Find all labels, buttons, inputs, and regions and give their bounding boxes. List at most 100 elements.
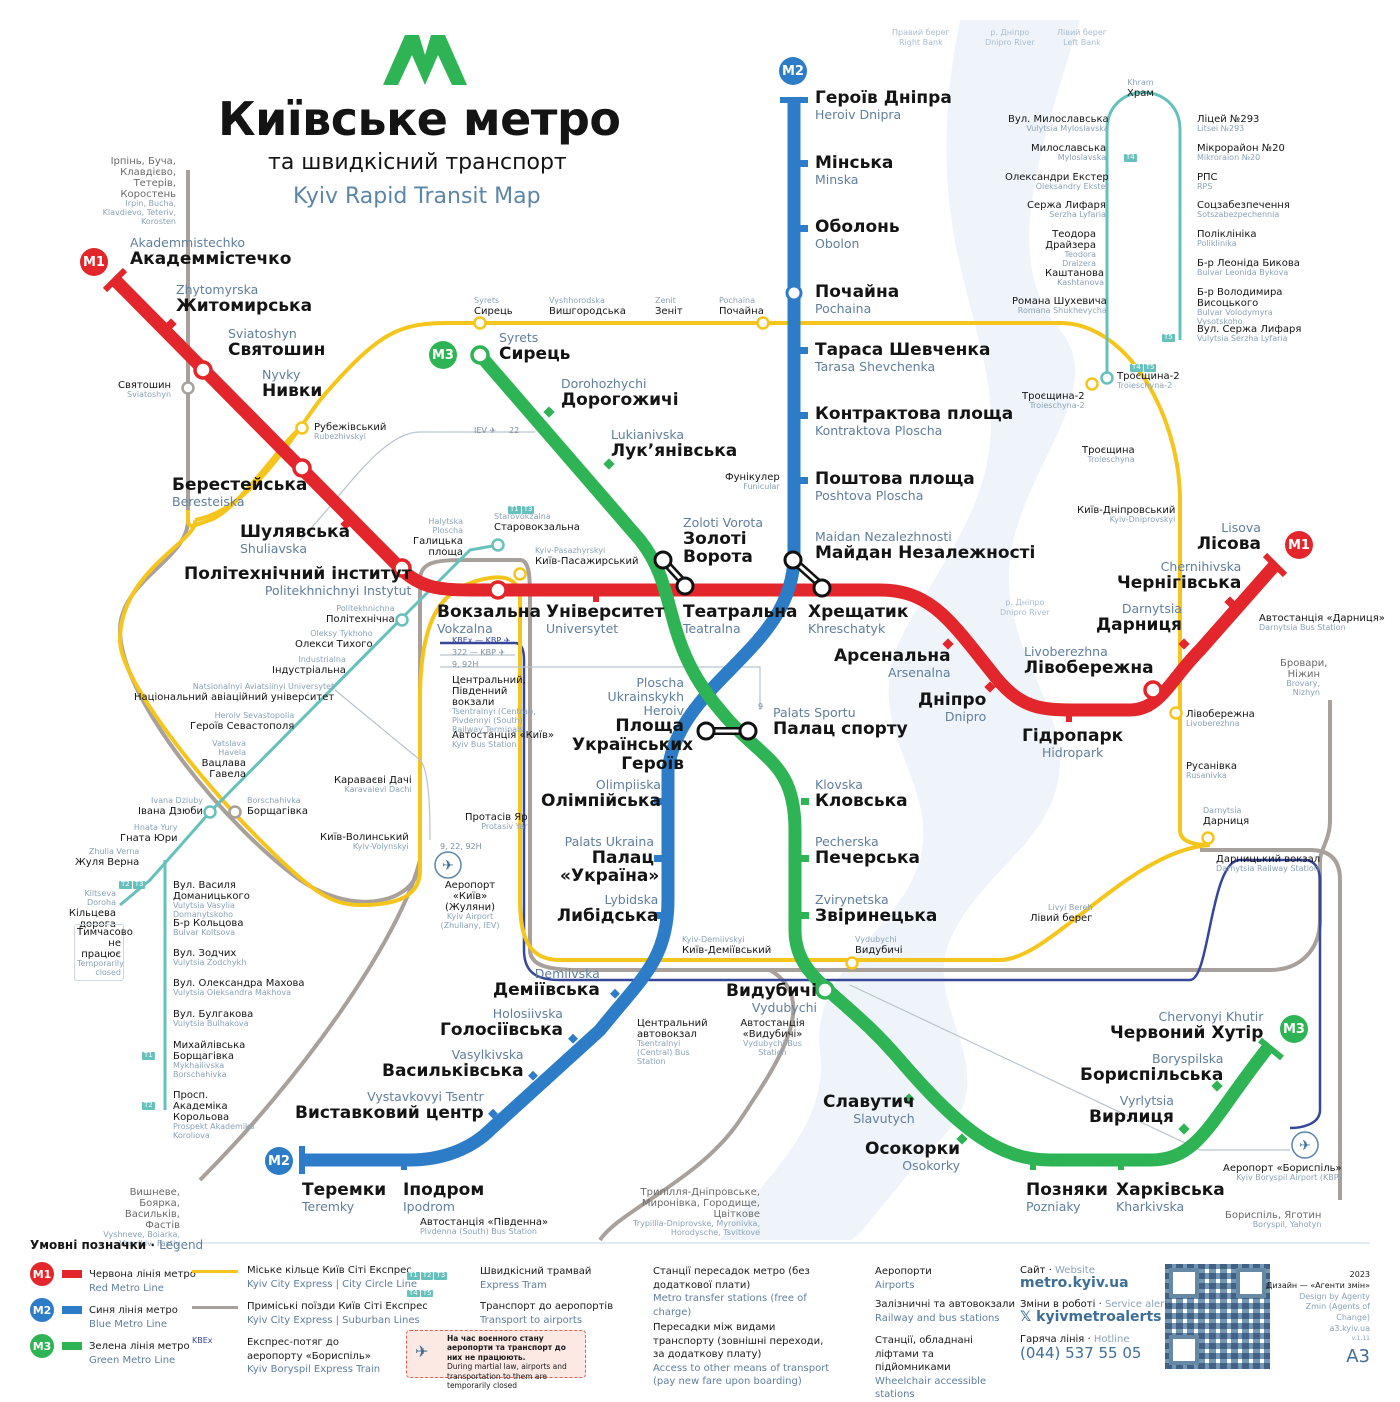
m2-badge-end[interactable]: M2 xyxy=(265,1147,293,1175)
qr-code[interactable] xyxy=(1165,1264,1270,1369)
m3-badge[interactable]: M3 xyxy=(429,341,457,369)
poi-kyiv-bus-station[interactable]: Автостанція «Київ»Kyiv Bus Station xyxy=(452,730,554,749)
poi-airport-boryspil[interactable]: Аеропорт «Бориспіль»Kyiv Boryspil Airpor… xyxy=(1223,1163,1342,1182)
poi-darnytsia-bus[interactable]: Автостанція «Дарниця»Darnytsia Bus Stati… xyxy=(1259,613,1385,632)
m3-badge-end[interactable]: M3 xyxy=(1280,1015,1308,1043)
contact-hotline[interactable]: Гаряча лінія · Hotline(044) 537 55 05 xyxy=(1020,1334,1142,1362)
m2-badge[interactable]: M2 xyxy=(779,57,807,85)
m1-badge[interactable]: M1 xyxy=(80,248,108,276)
m1-badge-end[interactable]: M1 xyxy=(1285,531,1313,559)
poi-pivdenna-bus[interactable]: Автостанція «Південна»Pivdenna (South) B… xyxy=(420,1217,549,1236)
